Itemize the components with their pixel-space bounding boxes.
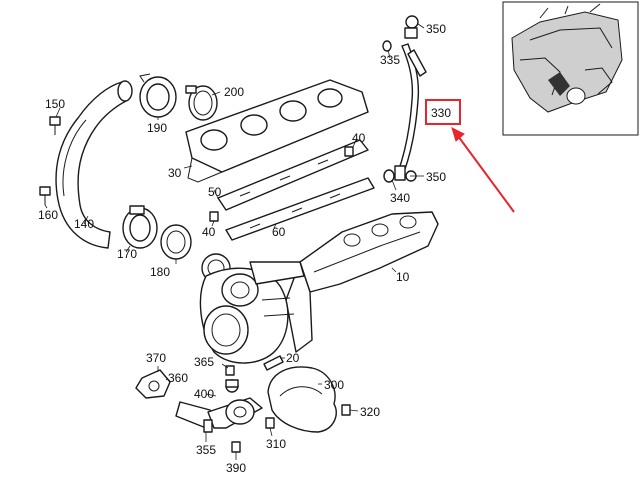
callout-50: 50 bbox=[208, 185, 222, 199]
exhaust-manifold-10 bbox=[285, 211, 439, 353]
callout-340: 340 bbox=[390, 191, 410, 205]
callout-300: 300 bbox=[324, 378, 344, 392]
hose-clamp-180 bbox=[160, 224, 192, 260]
callout-150: 150 bbox=[45, 97, 65, 111]
highlight-box bbox=[425, 99, 461, 125]
callout-40-lower: 40 bbox=[202, 225, 216, 239]
hose-clamp-200 bbox=[185, 85, 218, 121]
hose-clamp-190 bbox=[139, 73, 177, 118]
bolt-20 bbox=[263, 355, 284, 371]
callout-330: 330 bbox=[431, 106, 451, 120]
callout-40-upper: 40 bbox=[352, 131, 366, 145]
callout-180: 180 bbox=[150, 265, 170, 279]
turbocharger bbox=[199, 253, 305, 364]
oil-feed-line-330 bbox=[382, 15, 427, 183]
callout-350-top: 350 bbox=[426, 22, 446, 36]
bolt-160 bbox=[39, 186, 51, 205]
callout-370: 370 bbox=[146, 351, 166, 365]
callout-30: 30 bbox=[168, 166, 182, 180]
stud-40-upper bbox=[344, 146, 354, 157]
callout-160: 160 bbox=[38, 208, 58, 222]
callout-390: 390 bbox=[226, 461, 246, 475]
callout-190: 190 bbox=[147, 121, 167, 135]
bolt-150 bbox=[49, 116, 61, 135]
bolt-365 bbox=[225, 365, 235, 376]
callout-labels: 350 335 350 340 150 190 200 40 30 50 40 … bbox=[38, 22, 446, 475]
leader-lines bbox=[44, 23, 425, 460]
callout-60: 60 bbox=[272, 225, 286, 239]
callout-355: 355 bbox=[196, 443, 216, 457]
callout-140: 140 bbox=[74, 217, 94, 231]
highlight-arrow-line bbox=[457, 135, 515, 213]
callout-350-mid: 350 bbox=[426, 170, 446, 184]
callout-365: 365 bbox=[194, 355, 214, 369]
callout-320: 320 bbox=[360, 405, 380, 419]
hose-clamp-170 bbox=[122, 205, 158, 249]
callout-170: 170 bbox=[117, 247, 137, 261]
turbo-heat-shield-300 bbox=[267, 366, 351, 433]
stud-40-lower bbox=[209, 211, 219, 222]
callout-200: 200 bbox=[224, 85, 244, 99]
charge-air-pipe bbox=[55, 80, 133, 249]
highlight-arrowhead bbox=[451, 127, 465, 142]
gasket-50 bbox=[217, 139, 369, 211]
callout-10: 10 bbox=[396, 270, 410, 284]
callout-400: 400 bbox=[194, 387, 214, 401]
callout-310: 310 bbox=[266, 437, 286, 451]
gasket-60 bbox=[225, 177, 375, 241]
engine-overview-inset bbox=[502, 1, 639, 136]
callout-360: 360 bbox=[168, 371, 188, 385]
highlight-330: 330 bbox=[425, 99, 515, 213]
callout-335: 335 bbox=[380, 53, 400, 67]
oil-return-assembly bbox=[135, 369, 275, 453]
callout-20: 20 bbox=[286, 351, 300, 365]
manifold-heat-shield bbox=[185, 79, 369, 183]
